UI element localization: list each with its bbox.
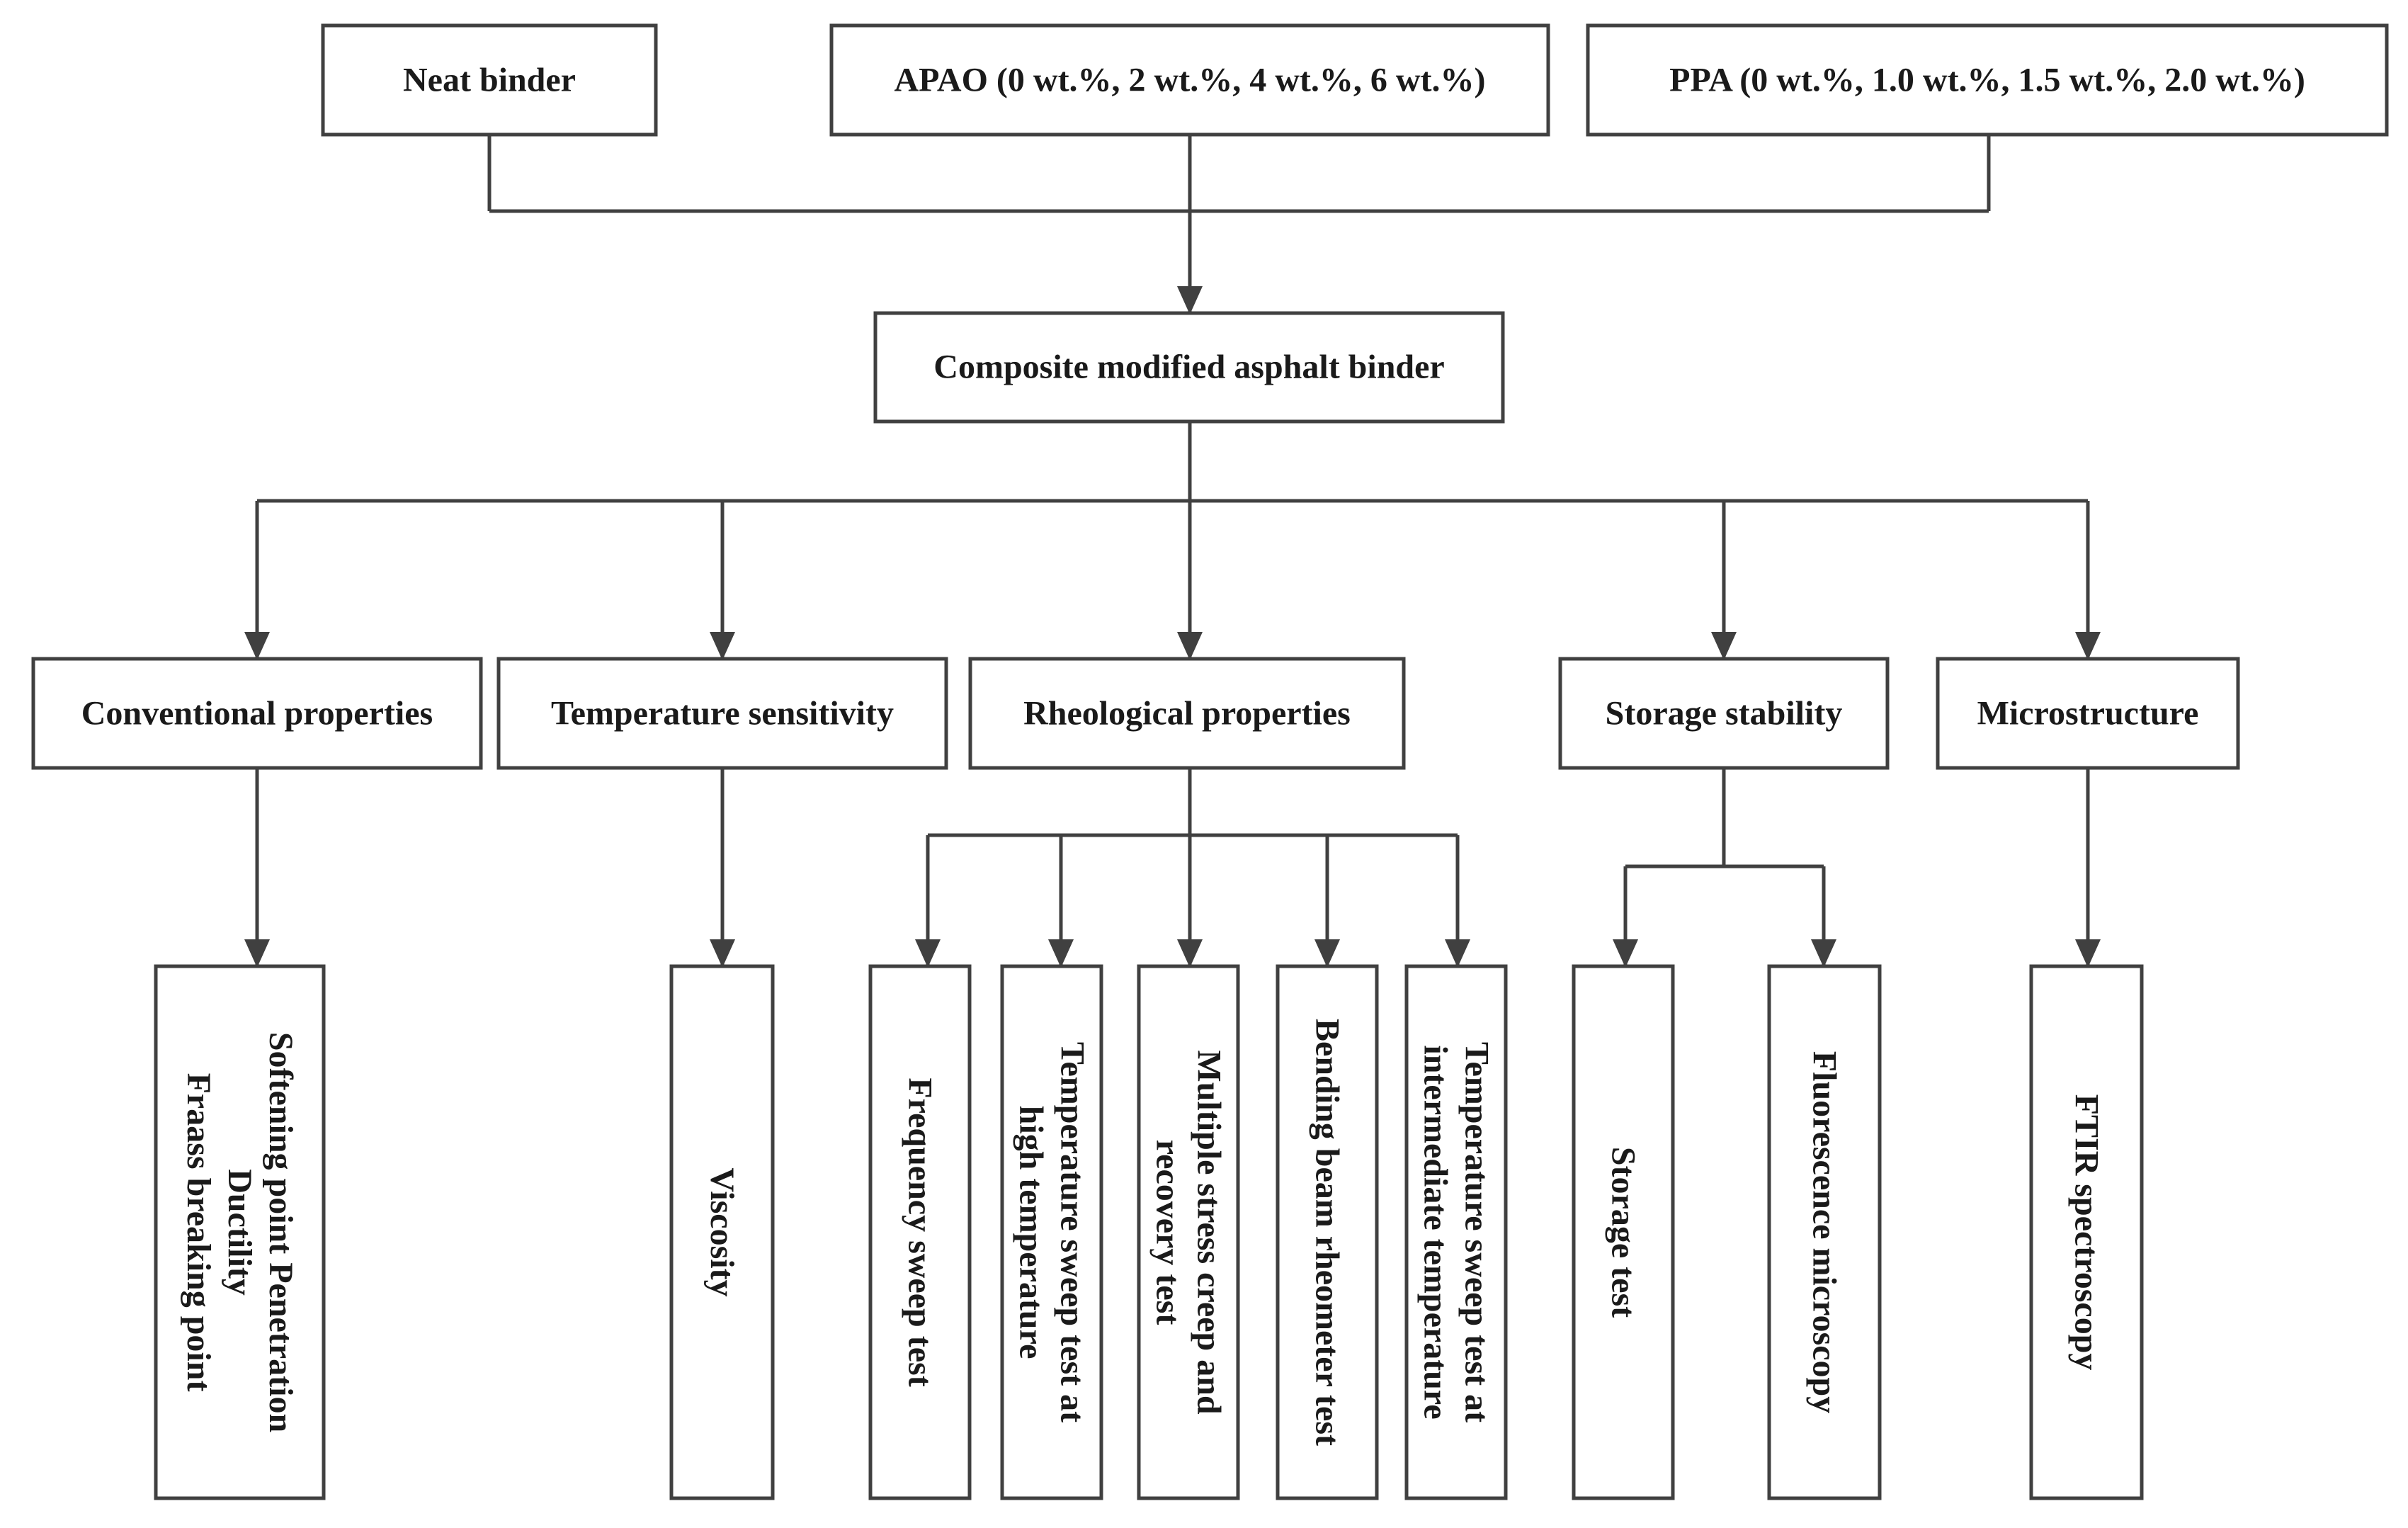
connectors [244, 135, 2101, 968]
label-line: Viscosity [703, 1167, 741, 1296]
temperature-sensitivity-box: Temperature sensitivity [496, 657, 948, 770]
viscosity-label: Viscosity [703, 1167, 741, 1296]
composite-label: Composite modified asphalt binder [933, 349, 1444, 386]
bbr-box: Bending beam rheometer test [1276, 964, 1379, 1500]
microstructure-label: Microstructure [1977, 695, 2199, 732]
ftir-box: FTIR spectroscopy [2029, 964, 2144, 1500]
ftir-label: FTIR spectroscopy [2068, 1094, 2106, 1371]
neat-binder-label: Neat binder [403, 62, 576, 99]
conventional-properties-label: Conventional properties [81, 695, 433, 732]
temp-sweep-intermediate-box: Temperature sweep test atintermediate te… [1404, 964, 1508, 1500]
fluorescence-label: Fluorescence microscopy [1806, 1051, 1844, 1413]
label-line: Storage test [1605, 1147, 1642, 1318]
temp-sweep-intermediate-label: Temperature sweep test atintermediate te… [1417, 1042, 1496, 1422]
temp-sweep-high-label: Temperature sweep test athigh temperatur… [1013, 1042, 1091, 1422]
ppa-label: PPA (0 wt.%, 1.0 wt.%, 1.5 wt.%, 2.0 wt.… [1669, 62, 2305, 99]
viscosity-box: Viscosity [669, 964, 775, 1500]
label-line: high temperature [1013, 1106, 1050, 1359]
storage-test-label: Storage test [1605, 1147, 1642, 1318]
rheological-properties-label: Rheological properties [1023, 695, 1351, 732]
storage-stability-label: Storage stability [1606, 695, 1843, 732]
label-line: recovery test [1149, 1140, 1187, 1325]
bbr-label: Bending beam rheometer test [1309, 1019, 1346, 1446]
apao-label: APAO (0 wt.%, 2 wt.%, 4 wt.%, 6 wt.%) [895, 62, 1486, 99]
label-line: Bending beam rheometer test [1309, 1019, 1346, 1446]
frequency-sweep-box: Frequency sweep test [868, 964, 972, 1500]
label-line: intermediate temperature [1417, 1045, 1455, 1419]
rheological-properties-box: Rheological properties [968, 657, 1406, 770]
storage-stability-box: Storage stability [1558, 657, 1890, 770]
fluorescence-box: Fluorescence microscopy [1767, 964, 1882, 1500]
conventional-properties-box: Conventional properties [31, 657, 483, 770]
composite-box: Composite modified asphalt binder [873, 311, 1505, 424]
label-line: Fluorescence microscopy [1806, 1051, 1844, 1413]
mscr-box: Multiple stress creep andrecovery test [1137, 964, 1240, 1500]
label-line: Ductility [221, 1169, 259, 1296]
temp-sweep-high-box: Temperature sweep test athigh temperatur… [1000, 964, 1103, 1500]
storage-test-box: Storage test [1572, 964, 1675, 1500]
label-line: FTIR spectroscopy [2068, 1094, 2106, 1371]
temperature-sensitivity-label: Temperature sensitivity [551, 695, 894, 732]
apao-box: APAO (0 wt.%, 2 wt.%, 4 wt.%, 6 wt.%) [829, 23, 1550, 137]
label-line: Fraass breaking point [180, 1073, 217, 1392]
label-line: Multiple stress creep and [1191, 1050, 1228, 1415]
mscr-label: Multiple stress creep andrecovery test [1149, 1050, 1228, 1415]
conventional-tests-box: Softening point PenetrationDuctilityFraa… [154, 964, 326, 1500]
frequency-sweep-label: Frequency sweep test [902, 1077, 939, 1386]
microstructure-box: Microstructure [1936, 657, 2240, 770]
label-line: Temperature sweep test at [1054, 1042, 1091, 1422]
neat-binder-box: Neat binder [321, 23, 658, 137]
ppa-box: PPA (0 wt.%, 1.0 wt.%, 1.5 wt.%, 2.0 wt.… [1586, 23, 2389, 137]
label-line: Frequency sweep test [902, 1077, 939, 1386]
conventional-tests-label: Softening point PenetrationDuctilityFraa… [180, 1032, 300, 1432]
label-line: Softening point Penetration [262, 1032, 300, 1432]
label-line: Temperature sweep test at [1458, 1042, 1496, 1422]
